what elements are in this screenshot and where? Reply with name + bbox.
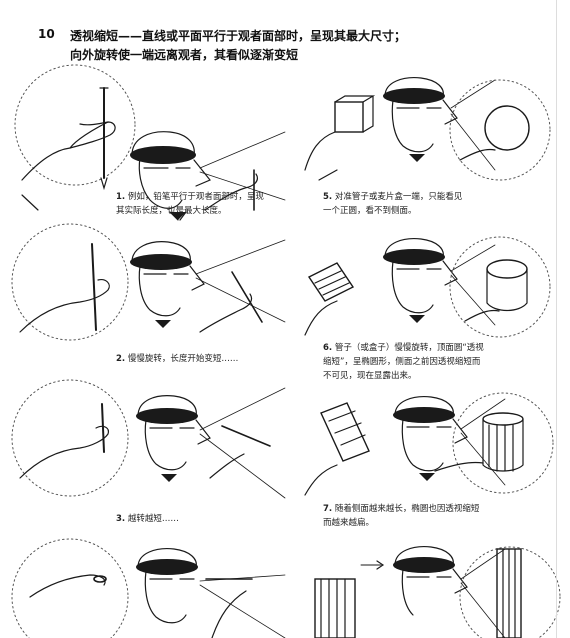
caption-7: 7. 随着侧面越来越长，椭圆也因透视缩短 而越来越扁。 [323, 504, 480, 528]
illustration-panel-5 [285, 60, 555, 200]
page-title-line-1: 透视缩短——直线或平面平行于观者面部时，呈现其最大尺寸； [70, 29, 407, 43]
illustration-7-drawing [304, 392, 554, 496]
illustration-8-drawing [314, 546, 561, 638]
illustration-3-drawing [11, 379, 286, 499]
page-title-line-2: 向外旋转使一端远离观者，其看似逐渐变短 [70, 48, 299, 62]
illustration-panel-4 [0, 535, 286, 638]
caption-1: 1. 例如，铅笔平行于观者面部时，呈现 其实际长度，也是最大长度。 [116, 192, 264, 216]
illustration-5-drawing [304, 77, 551, 181]
illustration-panel-7 [285, 385, 555, 500]
illustration-panel-3 [0, 378, 286, 508]
caption-5: 5. 对准管子或麦片盒一端，只能看见 一个正圆，看不到侧面。 [323, 192, 463, 216]
caption-6: 6. 管子（或盒子）慢慢旋转，顶面圆“透视 缩短”，呈椭圆形，侧面之前因透视缩短… [323, 343, 484, 381]
illustration-2-drawing [11, 223, 286, 341]
illustration-panel-1 [0, 60, 286, 221]
illustration-1-drawing [14, 64, 286, 221]
illustration-4-drawing [11, 538, 286, 638]
illustration-6-drawing [304, 236, 551, 338]
illustration-panel-2 [0, 222, 286, 352]
caption-3: 3. 越转越短…… [116, 514, 179, 524]
page-number: 10 [38, 27, 55, 41]
page-edge [556, 0, 557, 638]
illustration-panel-8 [285, 535, 561, 638]
illustration-panel-6 [285, 225, 555, 340]
caption-2: 2. 慢慢旋转，长度开始变短…… [116, 354, 239, 364]
